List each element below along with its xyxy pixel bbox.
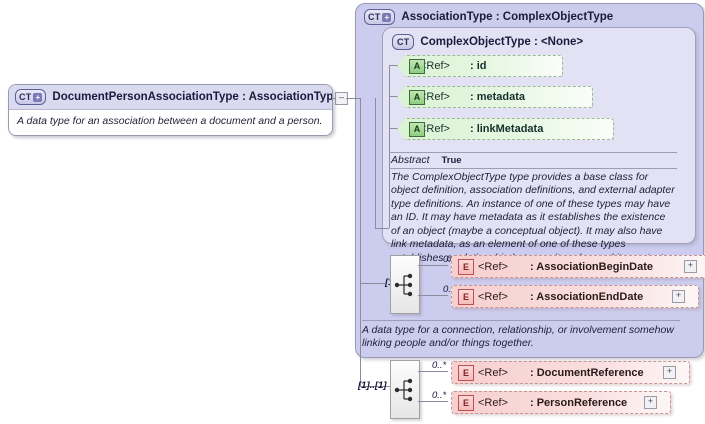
element-badge-icon: E (458, 289, 474, 305)
complextype-badge-icon[interactable]: CT+ (15, 89, 47, 105)
attribute-row-metadata[interactable]: A <Ref> : metadata (397, 86, 593, 108)
element-ref-label: <Ref> (478, 396, 508, 409)
cardinality-label: 0..* (432, 390, 447, 401)
abstract-value: True (441, 155, 462, 166)
attribute-name-label: : linkMetadata (469, 123, 544, 135)
attribute-ref-label: <Ref> (420, 60, 450, 72)
connector-line (389, 65, 397, 66)
attribute-name-label: : id (469, 60, 487, 72)
attribute-ref-label: <Ref> (420, 91, 450, 103)
connector-line (375, 228, 389, 229)
ct-badge-label: CT (368, 12, 381, 22)
attribute-badge-icon: A (409, 90, 425, 105)
root-type-header: CT+ DocumentPersonAssociationType : Asso… (9, 85, 332, 110)
connector-line (375, 98, 376, 228)
connector-line (418, 265, 448, 266)
association-type-documentation: A data type for a connection, relationsh… (362, 320, 680, 351)
expand-icon: + (675, 290, 682, 300)
element-row-personreference[interactable]: E <Ref> : PersonReference (451, 391, 671, 414)
root-type-documentation: A data type for an association between a… (9, 110, 332, 135)
ct-badge-label: CT (397, 37, 410, 47)
complex-object-type-header: CT ComplexObjectType : <None> (392, 34, 583, 50)
attribute-name-label: : metadata (469, 91, 525, 103)
attribute-badge-icon: A (409, 122, 425, 137)
element-ref-label: <Ref> (478, 260, 508, 273)
expand-toggle-associationenddate[interactable]: + (672, 290, 685, 303)
sequence-icon (394, 273, 413, 297)
abstract-label: Abstract (391, 154, 430, 166)
collapse-icon: – (338, 92, 344, 102)
association-type-title: AssociationType : ComplexObjectType (401, 11, 614, 23)
complex-object-type-title: ComplexObjectType : <None> (420, 36, 584, 48)
sequence-outer-cardinality: [1]..[1] (358, 380, 387, 391)
element-name-label: : PersonReference (529, 396, 628, 409)
connector-line (360, 98, 361, 386)
element-badge-icon: E (458, 365, 474, 381)
element-badge-icon: E (458, 259, 474, 275)
sequence-icon (394, 378, 413, 402)
expand-toggle-associationbegindate[interactable]: + (684, 260, 697, 273)
complex-object-type-info: Abstract True The ComplexObjectType type… (389, 152, 677, 265)
complextype-badge-icon[interactable]: CT+ (364, 9, 396, 25)
connector-line (418, 401, 448, 402)
element-row-documentreference[interactable]: E <Ref> : DocumentReference (451, 361, 690, 384)
connector-line (389, 65, 390, 228)
expand-plus-icon[interactable]: + (33, 92, 43, 102)
sequence-outer-icon[interactable] (390, 360, 420, 419)
connector-line (389, 128, 397, 129)
element-name-label: : AssociationBeginDate (529, 260, 654, 273)
attribute-row-id[interactable]: A <Ref> : id (397, 55, 563, 77)
element-ref-label: <Ref> (478, 366, 508, 379)
element-ref-label: <Ref> (478, 290, 508, 303)
cardinality-label: 0..* (432, 360, 447, 371)
expand-icon: + (666, 366, 673, 376)
document-person-association-type-box[interactable]: CT+ DocumentPersonAssociationType : Asso… (8, 84, 333, 136)
expand-toggle-documentreference[interactable]: + (663, 366, 676, 379)
sequence-inner-icon[interactable] (390, 255, 420, 314)
root-type-title: DocumentPersonAssociationType : Associat… (52, 91, 333, 103)
connector-line (360, 283, 385, 284)
expand-icon: + (647, 396, 654, 406)
expand-icon: + (687, 260, 694, 270)
element-name-label: : DocumentReference (529, 366, 644, 379)
connector-line (346, 98, 360, 99)
ct-badge-label: CT (19, 92, 32, 102)
element-badge-icon: E (458, 395, 474, 411)
connector-line (418, 295, 448, 296)
expand-toggle-personreference[interactable]: + (644, 396, 657, 409)
element-name-label: : AssociationEndDate (529, 290, 644, 303)
cardinality-label: 0..* (443, 284, 457, 295)
association-type-header: CT+ AssociationType : ComplexObjectType (364, 9, 613, 25)
connector-line (389, 96, 397, 97)
expand-plus-icon[interactable]: + (382, 12, 392, 22)
connector-line (360, 386, 390, 387)
element-row-associationbegindate[interactable]: E <Ref> : AssociationBeginDate (451, 255, 705, 278)
complex-object-type-documentation: The ComplexObjectType type provides a ba… (391, 171, 675, 264)
complextype-badge-icon[interactable]: CT (392, 34, 415, 50)
attribute-ref-label: <Ref> (420, 123, 450, 135)
cardinality-label: 0..* (443, 254, 457, 265)
element-row-associationenddate[interactable]: E <Ref> : AssociationEndDate (451, 285, 699, 308)
attribute-badge-icon: A (409, 59, 425, 74)
attribute-row-linkmetadata[interactable]: A <Ref> : linkMetadata (397, 118, 614, 140)
connector-line (418, 371, 448, 372)
abstract-row: Abstract True (389, 152, 677, 169)
